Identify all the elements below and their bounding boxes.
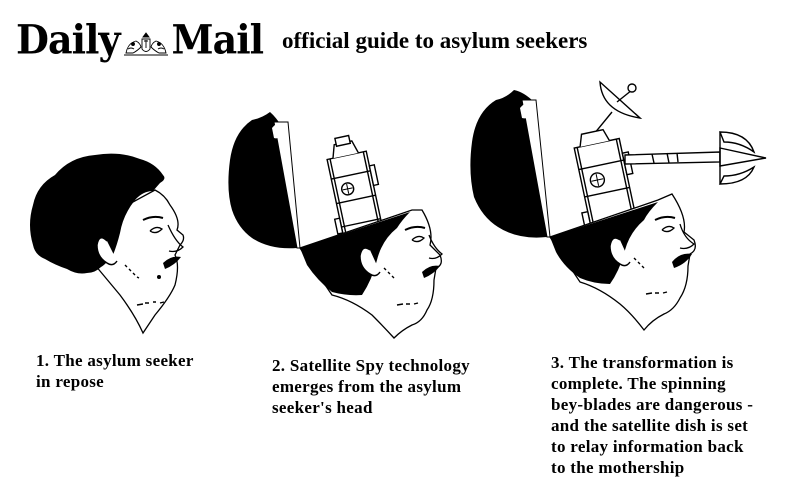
page-subtitle: official guide to asylum seekers [282, 28, 588, 53]
caption-line: complete. The spinning [551, 374, 726, 393]
caption-line: 3. The transformation is [551, 353, 734, 372]
satellite-dish-icon [593, 80, 643, 135]
caption-panel-1: 1. The asylum seeker in repose [36, 350, 256, 392]
illustration-head-satellite-dish-blade [470, 80, 767, 332]
nose [679, 223, 696, 250]
caption-panel-3: 3. The transformation is complete. The s… [551, 352, 791, 478]
eyebrow [654, 215, 676, 221]
hair-shape [30, 153, 165, 274]
eye [149, 226, 164, 234]
caption-line: in repose [36, 372, 105, 391]
nose [428, 234, 443, 260]
royal-crest-icon [123, 32, 168, 56]
hair-lower [550, 202, 658, 284]
logo-word-daily: Daily [16, 15, 121, 64]
stubble [633, 257, 668, 295]
caption-line: 1. The asylum seeker [36, 351, 194, 370]
masthead-logo: Daily Mail [16, 15, 265, 64]
spinning-blade-icon [624, 131, 767, 185]
caption-line: 2. Satellite Spy technology [272, 356, 470, 375]
caption-line: bey-blades are dangerous - [551, 395, 754, 414]
eyebrow [404, 225, 426, 231]
caption-line: seeker's head [272, 398, 373, 417]
logo-word-mail: Mail [171, 15, 265, 64]
illustration-head-satellite-module [228, 112, 443, 339]
nose [167, 224, 184, 253]
caption-line: and the satellite dish is set [551, 416, 749, 435]
ear [359, 247, 381, 277]
ear [609, 237, 631, 267]
eye [411, 235, 426, 243]
moustache [422, 265, 440, 278]
ear [96, 237, 118, 266]
eyebrow [142, 215, 164, 221]
moustache [672, 253, 692, 268]
stubble [383, 267, 419, 306]
eye [661, 225, 676, 233]
stubble [124, 264, 165, 306]
moustache [163, 256, 181, 269]
illustration-head-repose [30, 153, 185, 335]
caption-line: emerges from the asylum [272, 377, 462, 396]
hair-lower [300, 212, 410, 296]
caption-line: to relay information back [551, 437, 744, 456]
caption-line: to the mothership [551, 458, 685, 477]
caption-panel-2: 2. Satellite Spy technology emerges from… [272, 355, 512, 418]
